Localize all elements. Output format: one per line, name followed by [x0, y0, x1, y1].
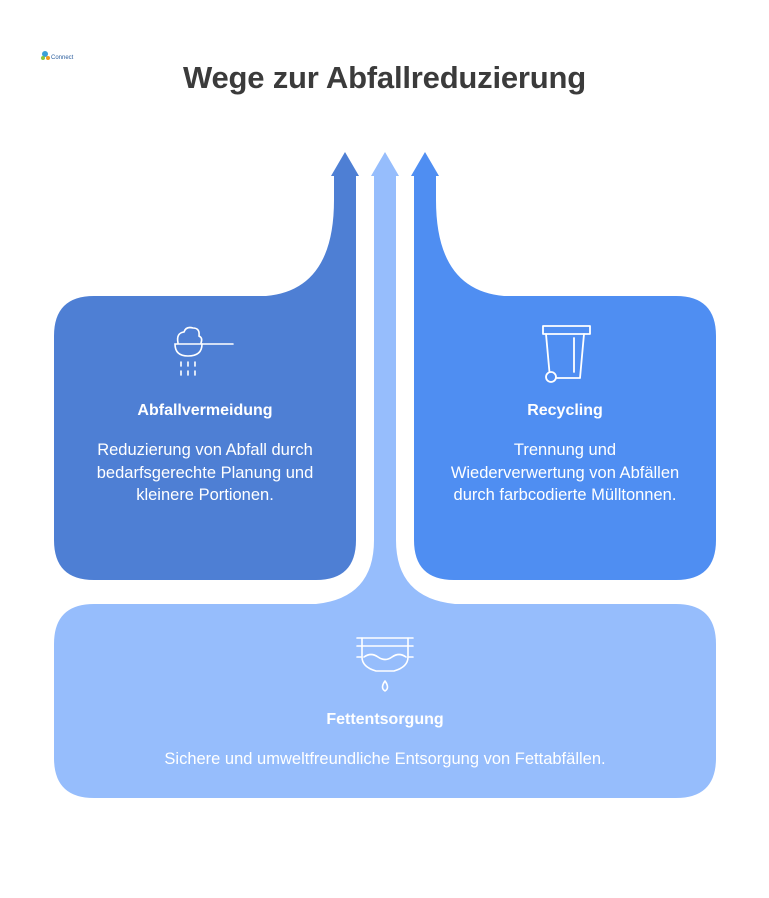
right-card-heading: Recycling: [527, 402, 603, 419]
bottom-branch: [54, 152, 716, 798]
grease-trap-icon: [356, 637, 414, 692]
left-card-shape: [54, 176, 356, 580]
bottom-card-heading: Fettentsorgung: [326, 711, 444, 728]
trash-bin-icon: [542, 325, 591, 383]
page-title: Wege zur Abfallreduzierung: [182, 60, 586, 95]
logo-icon: Connect: [41, 51, 74, 61]
left-card-heading: Abfallvermeidung: [137, 402, 273, 419]
center-arrowhead: [371, 152, 399, 176]
left-branch: [54, 152, 359, 580]
right-card-description: Trennung und Wiederverwertung von Abfäll…: [450, 441, 680, 504]
left-card-description: Reduzierung von Abfall durch bedarfsgere…: [96, 441, 314, 504]
scoop-icon: [174, 326, 234, 376]
logo-text: Connect: [51, 55, 74, 61]
right-arrowhead: [411, 152, 439, 176]
center-arrow-stem: [54, 176, 716, 798]
bottom-card-description: Sichere und umweltfreundliche Entsorgung…: [164, 750, 606, 768]
left-arrowhead: [331, 152, 359, 176]
